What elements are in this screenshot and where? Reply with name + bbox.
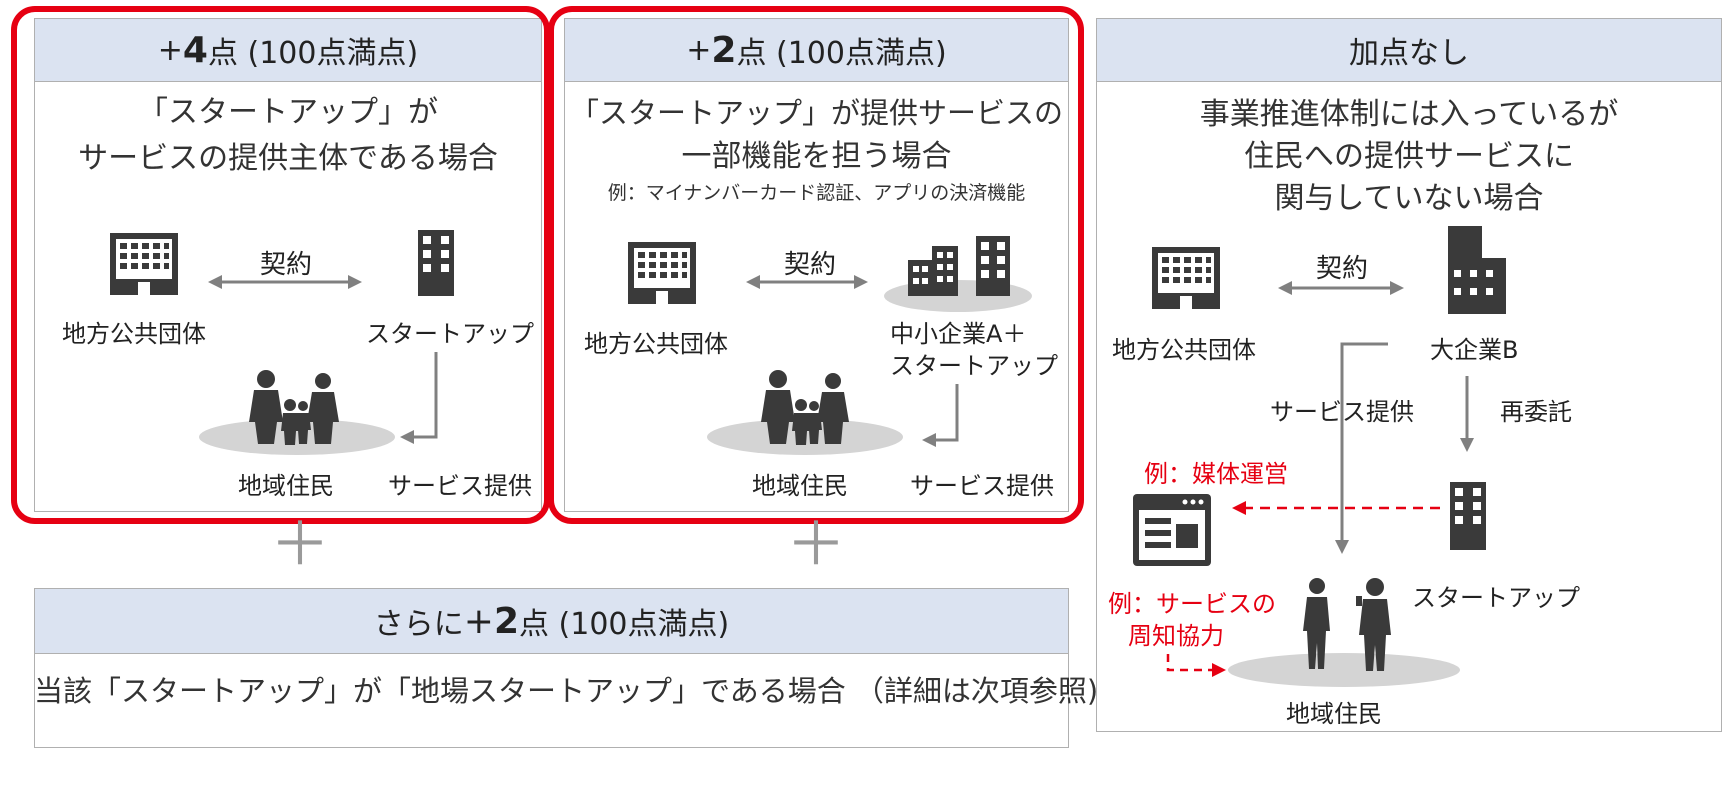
header-prefix: さらに xyxy=(373,607,464,642)
header-title: 加点なし xyxy=(1349,36,1469,71)
contract-arrow xyxy=(1278,281,1404,295)
header-prefix: + xyxy=(686,32,712,68)
contract-arrow xyxy=(746,275,868,289)
panel-plus4-header: + 4 点 (100点満点) xyxy=(35,19,541,82)
panel-local-startup: さらに + 2 点 (100点満点) xyxy=(34,588,1069,748)
panel2-contract-label: 契約 xyxy=(784,250,837,280)
panel3-example-media-label: 例：媒体運営 xyxy=(1144,460,1288,488)
panel2-desc-line2: 一部機能を担う場合 xyxy=(681,139,952,174)
service-provision-arrow xyxy=(1335,342,1388,554)
notice-cooperation-dashed-arrow xyxy=(1166,654,1226,677)
highlight-frame-plus2 xyxy=(548,6,1084,524)
panel2-municipality-label: 地方公共団体 xyxy=(584,330,728,358)
panel1-desc-line2: サービスの提供主体である場合 xyxy=(78,141,498,176)
panel2-startup-label: スタートアップ xyxy=(890,352,1058,380)
contract-arrow xyxy=(208,275,362,289)
startup-building-icon xyxy=(1450,482,1486,550)
panel2-sme-label: 中小企業A＋ xyxy=(890,320,1027,348)
panel3-service-label: サービス提供 xyxy=(1270,398,1414,426)
municipal-building-icon xyxy=(1152,247,1220,309)
panel3-desc-line2: 住民への提供サービスに xyxy=(1244,139,1574,174)
panel1-desc-line1: 「スタートアップ」が xyxy=(138,95,438,130)
panel3-example-notice-line2: 周知協力 xyxy=(1128,622,1224,650)
header-plus: + xyxy=(463,600,494,642)
panel-plus2-header: + 2 点 (100点満点) xyxy=(565,19,1068,82)
panel1-service-label: サービス提供 xyxy=(388,472,532,500)
media-operation-dashed-arrow xyxy=(1232,501,1440,515)
large-company-building-icon xyxy=(1448,226,1506,314)
panel-no-points-header: 加点なし xyxy=(1097,19,1721,82)
panel-local-startup-header: さらに + 2 点 (100点満点) xyxy=(35,589,1068,654)
panel4-desc: 当該「スタートアップ」が「地場スタートアップ」である場合 （詳細は次項参照) xyxy=(34,674,1099,708)
panel3-resubcontract-label: 再委託 xyxy=(1500,398,1572,426)
panel3-example-notice-line1: 例：サービスの xyxy=(1108,590,1276,618)
panel3-desc-line1: 事業推進体制には入っているが xyxy=(1199,97,1619,132)
panel1-municipality-label: 地方公共団体 xyxy=(62,320,206,348)
municipal-building-icon xyxy=(110,233,178,295)
residents-smartphone-icon xyxy=(1228,578,1460,687)
header-suffix: 点 (100点満点) xyxy=(736,36,947,71)
panel3-startup-label: スタートアップ xyxy=(1412,584,1580,612)
family-residents-icon xyxy=(707,370,903,455)
media-page-icon xyxy=(1133,494,1211,566)
header-suffix: 点 (100点満点) xyxy=(519,607,730,642)
panel3-residents-label: 地域住民 xyxy=(1286,700,1382,728)
sme-startup-buildings-icon xyxy=(884,236,1032,312)
service-arrow xyxy=(922,384,959,447)
family-residents-icon xyxy=(199,370,395,455)
header-points: 2 xyxy=(711,29,737,71)
panel3-contract-label: 契約 xyxy=(1316,254,1369,284)
panel2-desc-line1: 「スタートアップ」が提供サービスの xyxy=(569,96,1063,130)
header-points: 4 xyxy=(182,29,208,71)
panel3-municipality-label: 地方公共団体 xyxy=(1112,336,1256,364)
header-suffix: 点 (100点満点) xyxy=(207,36,419,71)
panel2-service-label: サービス提供 xyxy=(910,472,1054,500)
panel2-residents-label: 地域住民 xyxy=(752,472,848,500)
panel1-residents-label: 地域住民 xyxy=(238,472,334,500)
startup-building-icon xyxy=(418,230,454,296)
service-arrow xyxy=(400,352,438,444)
plus-sign-left: ＋ xyxy=(270,510,330,580)
panel1-contract-label: 契約 xyxy=(260,250,313,280)
header-points: 2 xyxy=(493,600,519,642)
panel3-large-company-label: 大企業B xyxy=(1430,336,1519,364)
resubcontract-arrow xyxy=(1460,376,1474,452)
municipal-building-icon xyxy=(628,242,696,304)
panel-no-points: 加点なし xyxy=(1096,18,1722,732)
panel3-desc-line3: 関与していない場合 xyxy=(1274,181,1544,216)
panel2-example: 例：マイナンバーカード認証、アプリの決済機能 xyxy=(607,182,1026,204)
panel1-startup-label: スタートアップ xyxy=(366,320,534,348)
plus-sign-right: ＋ xyxy=(786,510,846,580)
highlight-frame-plus4 xyxy=(11,6,550,524)
header-prefix: + xyxy=(157,32,183,68)
